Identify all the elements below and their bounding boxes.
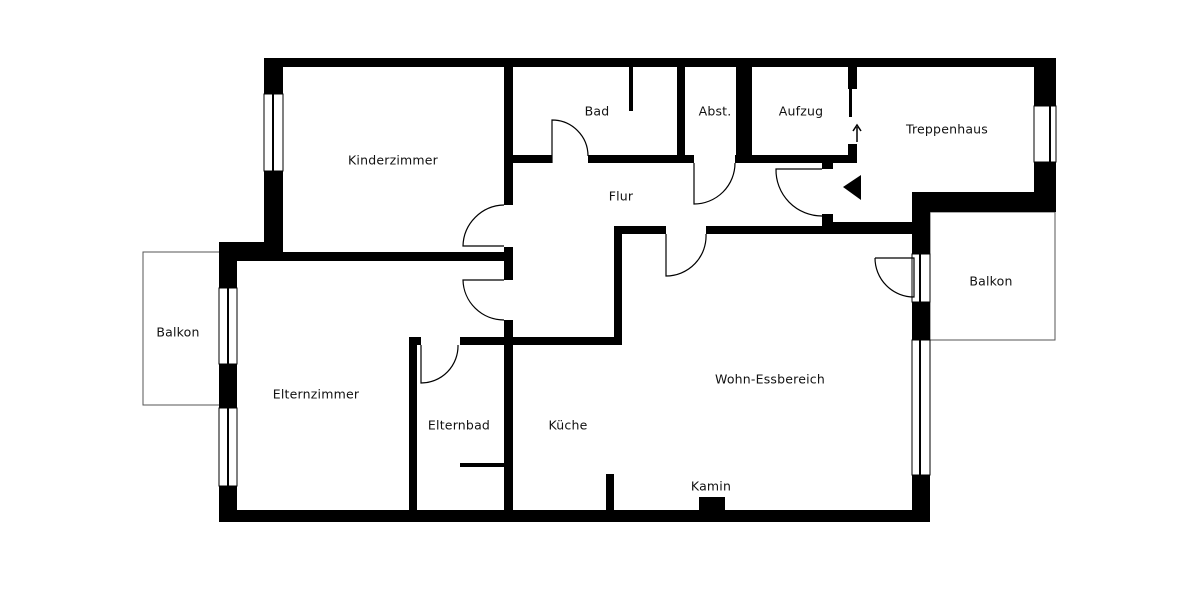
room-label-abstellraum: Abst. [698, 103, 732, 119]
doors [420, 119, 915, 384]
room-label-kamin: Kamin [690, 478, 732, 494]
room-label-kueche: Küche [548, 417, 588, 433]
room-label-flur: Flur [608, 188, 634, 204]
room-label-balkon-left: Balkon [156, 324, 200, 340]
room-label-wohn-essbereich: Wohn-Essbereich [714, 371, 826, 387]
room-label-aufzug: Aufzug [778, 103, 824, 119]
room-label-kinderzimmer: Kinderzimmer [348, 152, 438, 168]
room-label-elternbad: Elternbad [427, 417, 491, 433]
room-label-treppenhaus: Treppenhaus [905, 121, 989, 137]
room-label-balkon-right: Balkon [969, 273, 1013, 289]
room-label-bad: Bad [584, 103, 610, 119]
interior-walls [237, 58, 930, 522]
room-label-elternzimmer: Elternzimmer [272, 386, 360, 402]
elevator-arrow-icon [852, 123, 862, 142]
exterior-walls [219, 58, 1056, 522]
windows [218, 93, 1057, 487]
entrance-arrow-icon [843, 175, 861, 200]
